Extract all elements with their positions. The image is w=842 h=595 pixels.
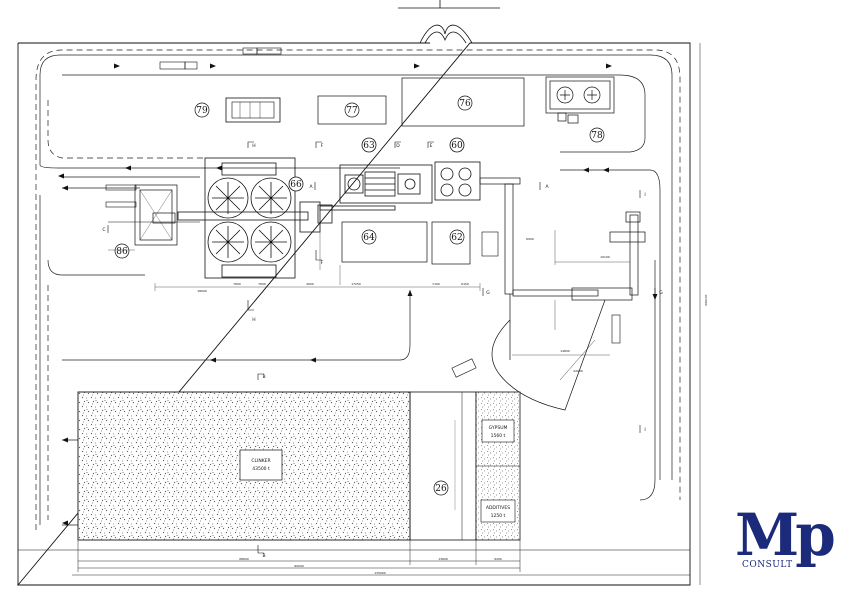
area-number-66: 66 (290, 180, 302, 190)
building-64: 64 (341, 221, 428, 263)
section-markers: H H F F D E A A G G B B I I C (102, 141, 663, 559)
svg-text:6150: 6150 (461, 282, 469, 286)
section-label-h-bottom: H (252, 317, 255, 323)
gypsum-title: GYPSUM (489, 425, 508, 431)
building-62: 62 (431, 221, 499, 265)
area-number-76: 76 (459, 99, 471, 109)
section-label-c: C (102, 227, 105, 233)
section-label-i-bottom: I (644, 427, 645, 433)
area-number-60: 60 (451, 141, 463, 151)
svg-text:7100: 7100 (432, 282, 440, 286)
area-number-64: 64 (363, 233, 375, 243)
svg-text:9200: 9200 (494, 557, 502, 561)
area-number-78: 78 (591, 131, 603, 141)
gypsum-additives-storage: GYPSUM 1560 t ADDITIVES 1250 t (475, 391, 521, 541)
cement-silos-66: 66 (177, 157, 333, 279)
area-number-26: 26 (435, 484, 447, 494)
svg-text:22000: 22000 (573, 369, 583, 373)
svg-text:13600: 13600 (438, 557, 448, 561)
clinker-capacity: 43500 t (252, 466, 270, 472)
area-number-62: 62 (451, 233, 462, 243)
area-number-77: 77 (346, 106, 358, 116)
section-label-f: F (321, 143, 324, 149)
mp-consult-logo: Mp CONSULT (735, 501, 838, 570)
conveyor-belts (479, 177, 646, 360)
section-label-b-top: B (262, 374, 265, 380)
svg-text:135000: 135000 (374, 571, 386, 575)
svg-text:18000: 18000 (197, 289, 207, 293)
bottom-dimensions (72, 43, 701, 585)
section-label-d: D (396, 143, 400, 149)
svg-text:6000: 6000 (526, 237, 534, 241)
area-number-63: 63 (363, 141, 375, 151)
truck-icon (105, 47, 621, 378)
area-60: 60 (434, 137, 481, 201)
area-number-79: 79 (196, 106, 208, 116)
additives-capacity: 1250 t (491, 513, 506, 519)
entrance-gate (398, 0, 500, 44)
svg-text:7600: 7600 (258, 282, 266, 286)
svg-text:68600: 68600 (239, 557, 249, 561)
additives-title: ADDITIVES (486, 505, 510, 511)
svg-text:10100: 10100 (600, 255, 610, 259)
section-label-f-bottom: F (321, 260, 324, 266)
clinker-title: CLINKER (251, 458, 270, 464)
area-86: 86 (108, 184, 200, 259)
perimeter-road (35, 49, 681, 530)
gypsum-capacity: 1560 t (491, 433, 506, 439)
truck-turning-radius (491, 299, 606, 411)
dimension-texts: 18000 7600 7600 4000 17250 7100 6150 101… (197, 237, 610, 373)
svg-text:90000: 90000 (294, 564, 304, 568)
building-79: 79 (194, 97, 281, 123)
section-label-g-right: G (659, 290, 663, 296)
building-77: 77 (317, 95, 387, 125)
section-label-e: E (430, 143, 433, 149)
section-label-b-bottom: B (262, 553, 265, 559)
section-label-g-left: G (486, 290, 490, 296)
section-label-i-top: I (644, 192, 645, 198)
svg-text:17250: 17250 (351, 282, 361, 286)
section-label-a-right: A (545, 184, 549, 190)
road-arrows (58, 63, 658, 526)
bottom-dimension-texts: 68600 13600 9200 90000 135000 107000 (239, 294, 708, 575)
logo-mark: Mp (735, 501, 834, 569)
svg-text:4000: 4000 (306, 282, 314, 286)
svg-text:14800: 14800 (560, 349, 570, 353)
section-label-h-top: H (252, 143, 255, 149)
building-78: 78 (545, 76, 615, 143)
svg-text:7600: 7600 (233, 282, 241, 286)
svg-text:107000: 107000 (704, 294, 708, 306)
area-number-86: 86 (116, 247, 128, 257)
section-label-a-left: A (309, 184, 313, 190)
building-76: 76 (401, 77, 525, 127)
dimension-lines (108, 225, 630, 356)
cement-mill-63: 63 (319, 137, 433, 211)
storage-yard-26: 26 (409, 391, 477, 541)
logo-subtitle: CONSULT (742, 560, 793, 570)
clinker-storage-pile: CLINKER 43500 t (77, 391, 411, 541)
